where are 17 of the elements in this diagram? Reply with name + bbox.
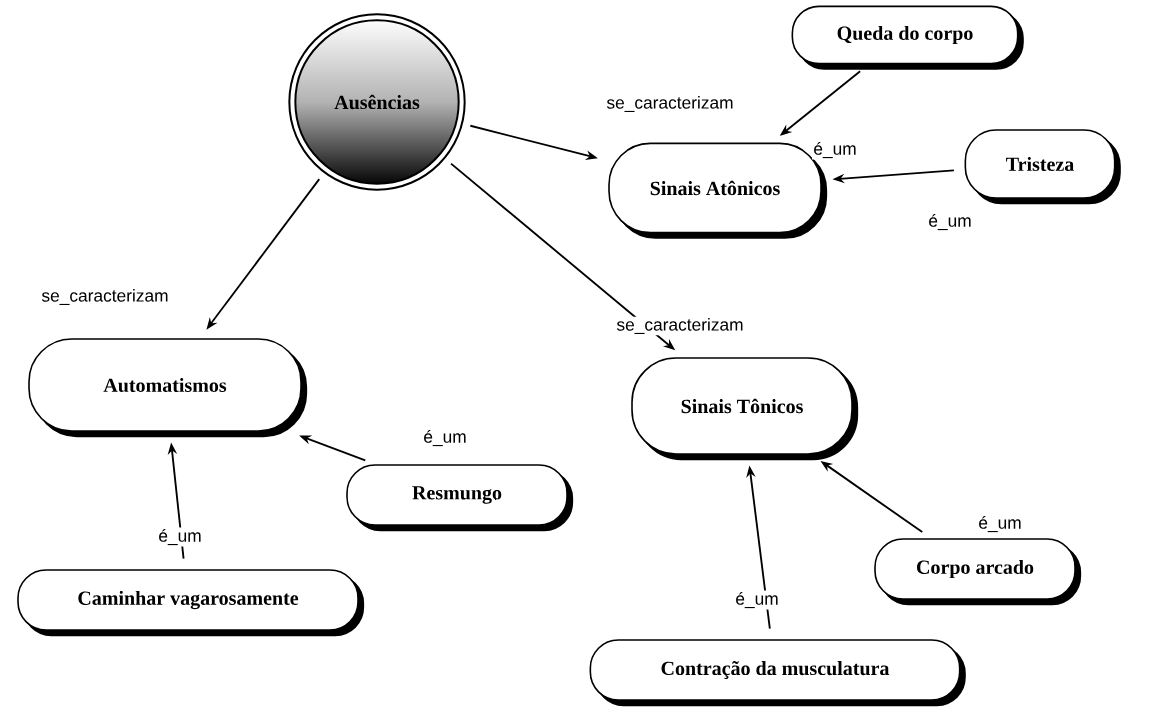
edge-label: se_caracterizam xyxy=(40,287,170,307)
edge-label: é_um xyxy=(422,428,468,448)
concept-box: Contração da musculatura xyxy=(589,639,966,707)
edge-label: é_um xyxy=(157,527,203,547)
concept-box: Caminhar vagarosamente xyxy=(17,569,365,637)
edge-label: é_um xyxy=(734,590,780,610)
edge-label: é_um xyxy=(812,140,858,160)
concept-box: Queda do corpo xyxy=(791,5,1024,70)
concept-box: Corpo arcado xyxy=(874,538,1082,606)
edge-label: é_um xyxy=(927,212,973,232)
concept-box: Sinais Tônicos xyxy=(631,357,859,461)
concept-box: Automatismos xyxy=(28,338,308,438)
concept-box: Tristeza xyxy=(964,129,1121,205)
edge-label: se_caracterizam xyxy=(605,94,735,114)
edge-label: é_um xyxy=(977,514,1023,534)
concept-box: Resmungo xyxy=(346,464,574,532)
edge-label: se_caracterizam xyxy=(615,316,745,336)
